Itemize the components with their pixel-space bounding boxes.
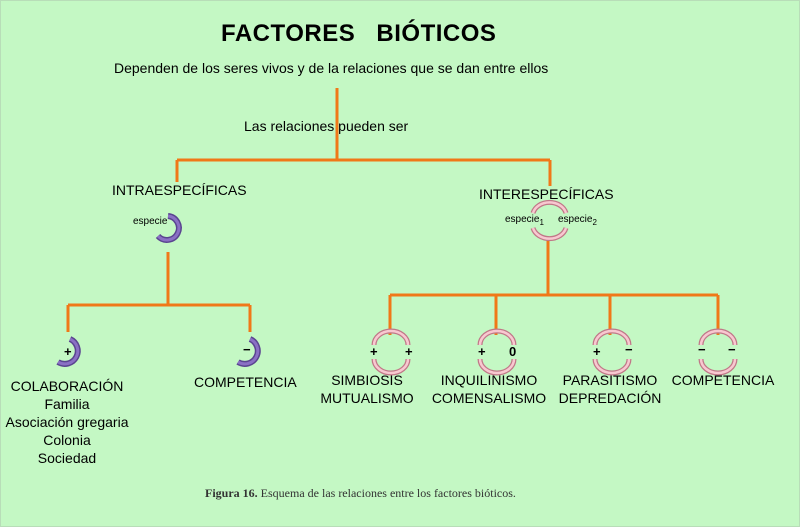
inquilinismo-sign-left: + [478,344,486,359]
colaboracion-node: COLABORACIÓN Familia Asociación gregaria… [0,377,134,467]
colaboracion-example: Familia [44,396,90,412]
comensalismo-label: COMENSALISMO [431,390,547,406]
figure-caption: Figura 16. Esquema de las relaciones ent… [205,486,516,501]
orange-connectors [66,88,720,335]
relations-label: Las relaciones pueden ser [244,118,409,134]
competencia-inter-sign-left: − [698,342,706,357]
competencia-inter-label: COMPETENCIA [671,372,775,388]
simbiosis-sign-left: + [370,344,378,359]
colaboracion-cycle-icon [56,336,81,367]
colaboracion-label: COLABORACIÓN [10,378,124,394]
inter-species-2-label: especie2 [558,214,597,227]
inquilinismo-label: INQUILINISMO [440,372,538,388]
inter-label: INTERESPECÍFICAS [479,186,614,202]
diagram-subtitle: Dependen de los seres vivos y de la rela… [114,60,549,76]
inter-species-1-label: especie1 [505,214,544,227]
colaboracion-example: Asociación gregaria [5,414,129,430]
parasitismo-node: PARASITISMO DEPREDACIÓN [554,371,666,407]
inquilinismo-cycle-icon [477,328,517,376]
figure-number: Figura 16. [205,486,258,500]
diagram-title: FACTORES BIÓTICOS [221,20,497,47]
colaboracion-example: Colonia [43,432,91,448]
inter-cycle-icons [371,199,738,376]
inter-species-cycle-icon [530,199,569,242]
simbiosis-cycle-icon [371,328,411,376]
competencia-inter-sign-right: − [728,342,736,357]
competencia-intra-cycle-icon [236,336,261,367]
competencia-inter-node: COMPETENCIA [666,371,780,389]
simbiosis-sign-right: + [405,344,413,359]
simbiosis-node: SIMBIOSIS MUTUALISMO [310,371,424,407]
intra-cycle-icon [155,213,182,243]
simbiosis-label: SIMBIOSIS [331,372,403,388]
colaboracion-sign: + [64,344,72,359]
intra-label: INTRAESPECÍFICAS [112,182,247,198]
competencia-intra-sign: − [243,342,251,357]
figure-caption-text: Esquema de las relaciones entre los fact… [260,486,516,500]
parasitismo-sign-left: + [593,344,601,359]
mutualismo-label: MUTUALISMO [320,390,414,406]
inquilinismo-node: INQUILINISMO COMENSALISMO [426,371,552,407]
competencia-inter-cycle-icon [698,328,738,376]
depredacion-label: DEPREDACIÓN [558,390,662,406]
inquilinismo-sign-right: 0 [509,344,517,359]
parasitismo-label: PARASITISMO [562,372,658,388]
parasitismo-cycle-icon [592,328,632,376]
intra-species-label: especie [133,216,168,227]
colaboracion-example: Sociedad [37,450,97,466]
competencia-intra-label: COMPETENCIA [194,374,297,390]
parasitismo-sign-right: − [625,342,633,357]
